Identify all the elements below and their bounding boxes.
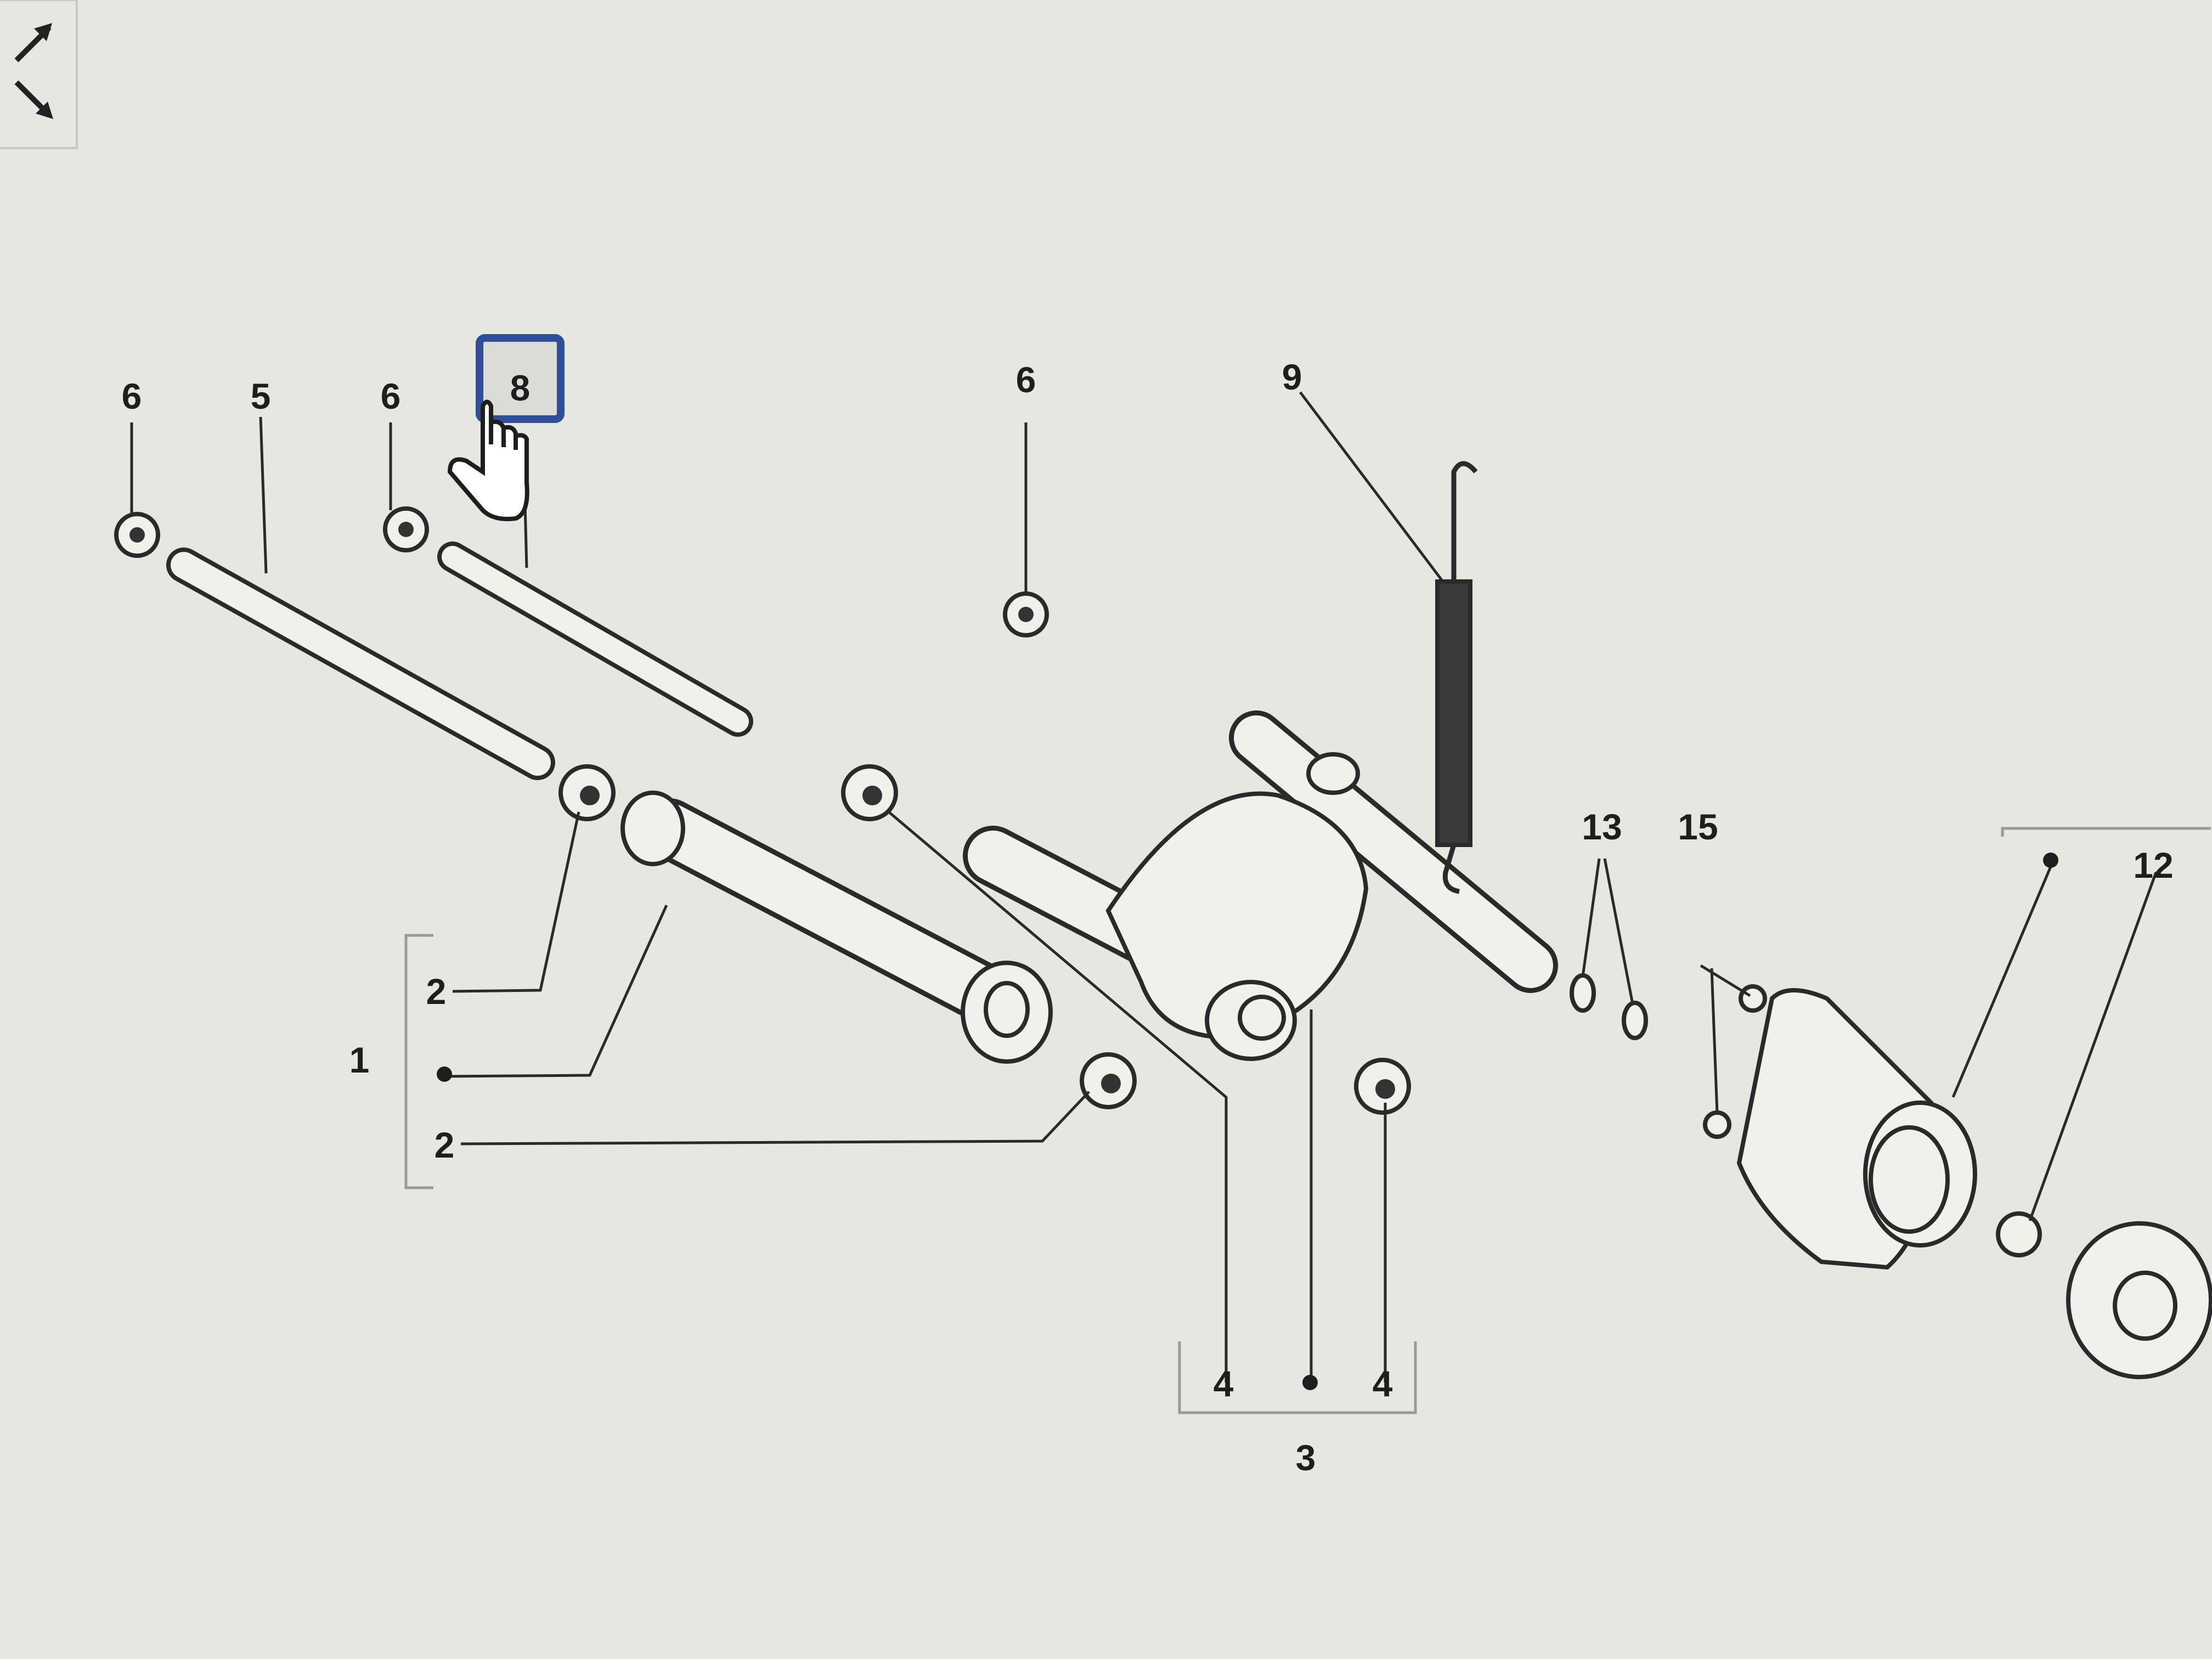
housing-12[interactable] <box>1736 988 2212 1379</box>
callout-2[interactable]: 2 <box>435 1125 455 1165</box>
callout-6[interactable]: 6 <box>122 376 142 416</box>
lever-1[interactable] <box>620 791 1053 1064</box>
rod-8[interactable] <box>437 541 753 737</box>
bushing-4[interactable] <box>841 764 898 821</box>
ring-13[interactable] <box>1570 973 1648 1040</box>
callouts: 6 5 6 8 6 9 13 15 12 2 1 2 4 4 3 <box>122 357 2174 1478</box>
callout-4[interactable]: 4 <box>1214 1363 1234 1404</box>
bushing-2[interactable] <box>1080 1052 1137 1109</box>
leader-lines <box>130 391 2158 1383</box>
arrow-up-right-icon[interactable] <box>14 23 52 63</box>
callout-13[interactable]: 13 <box>1582 806 1622 847</box>
rod-5[interactable] <box>166 548 555 780</box>
bushing-4[interactable] <box>1354 1058 1411 1115</box>
callout-1[interactable]: 1 <box>349 1040 370 1080</box>
spring-9[interactable] <box>1435 461 1478 894</box>
callout-12[interactable]: 12 <box>2133 845 2173 885</box>
callout-4[interactable]: 4 <box>1373 1363 1393 1404</box>
callout-6[interactable]: 6 <box>381 376 401 416</box>
callout-6[interactable]: 6 <box>1016 359 1036 400</box>
bracket-group-12 <box>2001 827 2211 837</box>
zoom-toolbar <box>0 0 78 149</box>
arrow-down-right-icon[interactable] <box>14 80 53 119</box>
washer-6[interactable] <box>383 506 429 552</box>
washer-6[interactable] <box>114 512 160 558</box>
callout-15[interactable]: 15 <box>1678 806 1718 847</box>
selected-callout-highlight <box>476 334 565 423</box>
callout-5[interactable]: 5 <box>251 376 271 416</box>
callout-3[interactable]: 3 <box>1296 1437 1316 1478</box>
bushing-2[interactable] <box>558 764 616 821</box>
callout-8[interactable]: 8 <box>510 368 531 408</box>
callout-9[interactable]: 9 <box>1282 357 1302 397</box>
hand-pointer-icon <box>447 399 529 521</box>
callout-2[interactable]: 2 <box>426 971 447 1012</box>
washer-6[interactable] <box>1003 591 1049 637</box>
shaft-assembly-3[interactable] <box>963 710 1558 1061</box>
bracket-group-3 <box>1178 1341 1417 1414</box>
group-dots <box>437 853 2058 1390</box>
bracket-group-1 <box>404 934 433 1189</box>
